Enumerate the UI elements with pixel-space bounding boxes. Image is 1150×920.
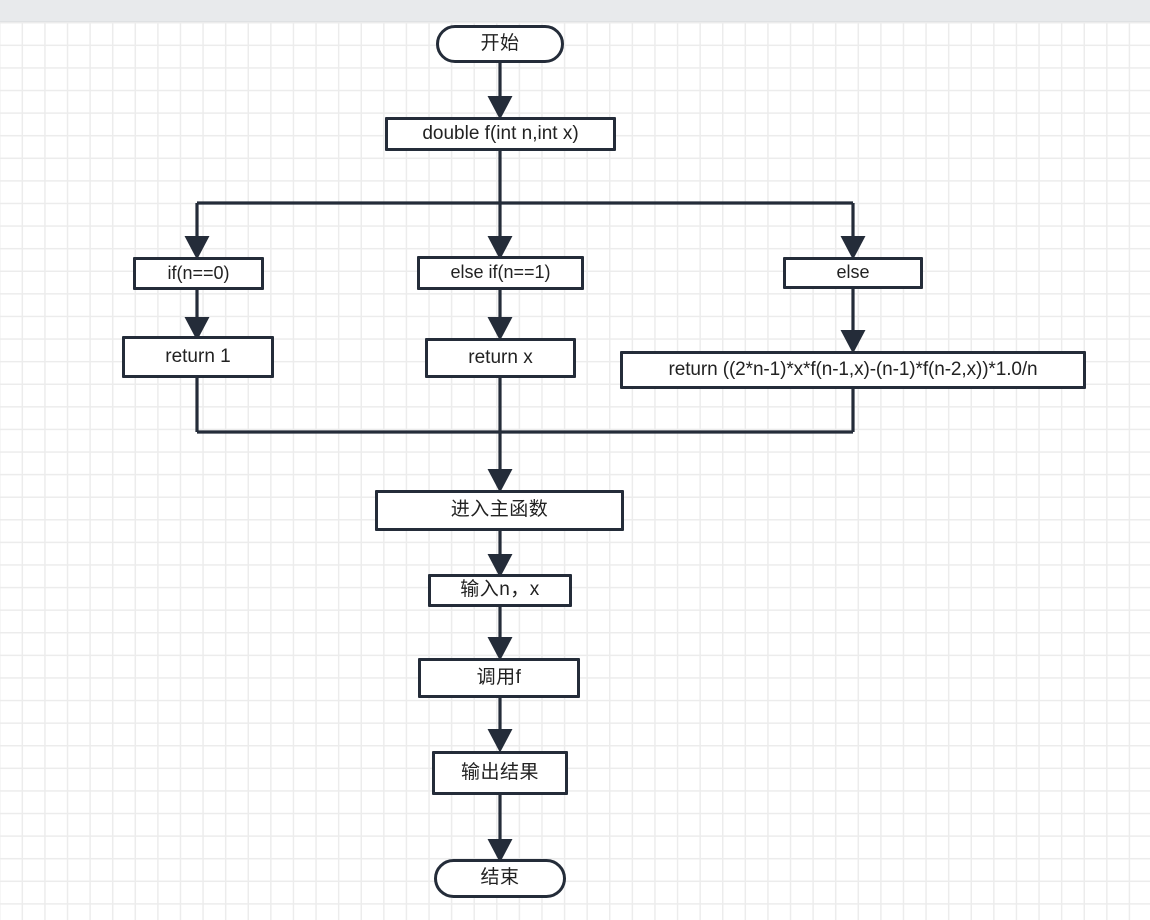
node-input-n-x-label: 输入n，x — [460, 579, 540, 601]
node-enter-main[interactable]: 进入主函数 — [375, 490, 624, 531]
node-call-f-label: 调用f — [476, 666, 522, 688]
node-branch-else-label: else — [836, 262, 870, 283]
node-end[interactable]: 结束 — [434, 859, 566, 898]
node-start[interactable]: 开始 — [436, 25, 564, 63]
node-return-recursive-label: return ((2*n-1)*x*f(n-1,x)-(n-1)*f(n-2,x… — [668, 358, 1038, 380]
node-branch-if-label: if(n==0) — [167, 262, 230, 283]
node-branch-elseif[interactable]: else if(n==1) — [417, 256, 584, 290]
node-return-recursive[interactable]: return ((2*n-1)*x*f(n-1,x)-(n-1)*f(n-2,x… — [620, 351, 1086, 389]
node-enter-main-label: 进入主函数 — [450, 499, 549, 521]
node-branch-else[interactable]: else — [783, 257, 923, 289]
node-input-n-x[interactable]: 输入n，x — [428, 574, 572, 607]
node-output-result-label: 输出结果 — [460, 761, 539, 783]
node-function-declaration[interactable]: double f(int n,int x) — [385, 117, 616, 151]
node-call-f[interactable]: 调用f — [418, 658, 580, 698]
node-start-label: 开始 — [480, 32, 520, 54]
node-output-result[interactable]: 输出结果 — [432, 751, 568, 795]
node-return-x-label: return x — [468, 346, 533, 368]
node-branch-if[interactable]: if(n==0) — [133, 257, 264, 290]
diagram-canvas[interactable] — [0, 22, 1150, 920]
node-return-1[interactable]: return 1 — [122, 336, 274, 378]
node-branch-elseif-label: else if(n==1) — [450, 262, 551, 283]
toolbar-strip — [0, 0, 1150, 22]
node-function-declaration-label: double f(int n,int x) — [422, 122, 579, 144]
node-return-1-label: return 1 — [165, 345, 231, 367]
node-return-x[interactable]: return x — [425, 338, 576, 378]
node-end-label: 结束 — [480, 867, 520, 889]
